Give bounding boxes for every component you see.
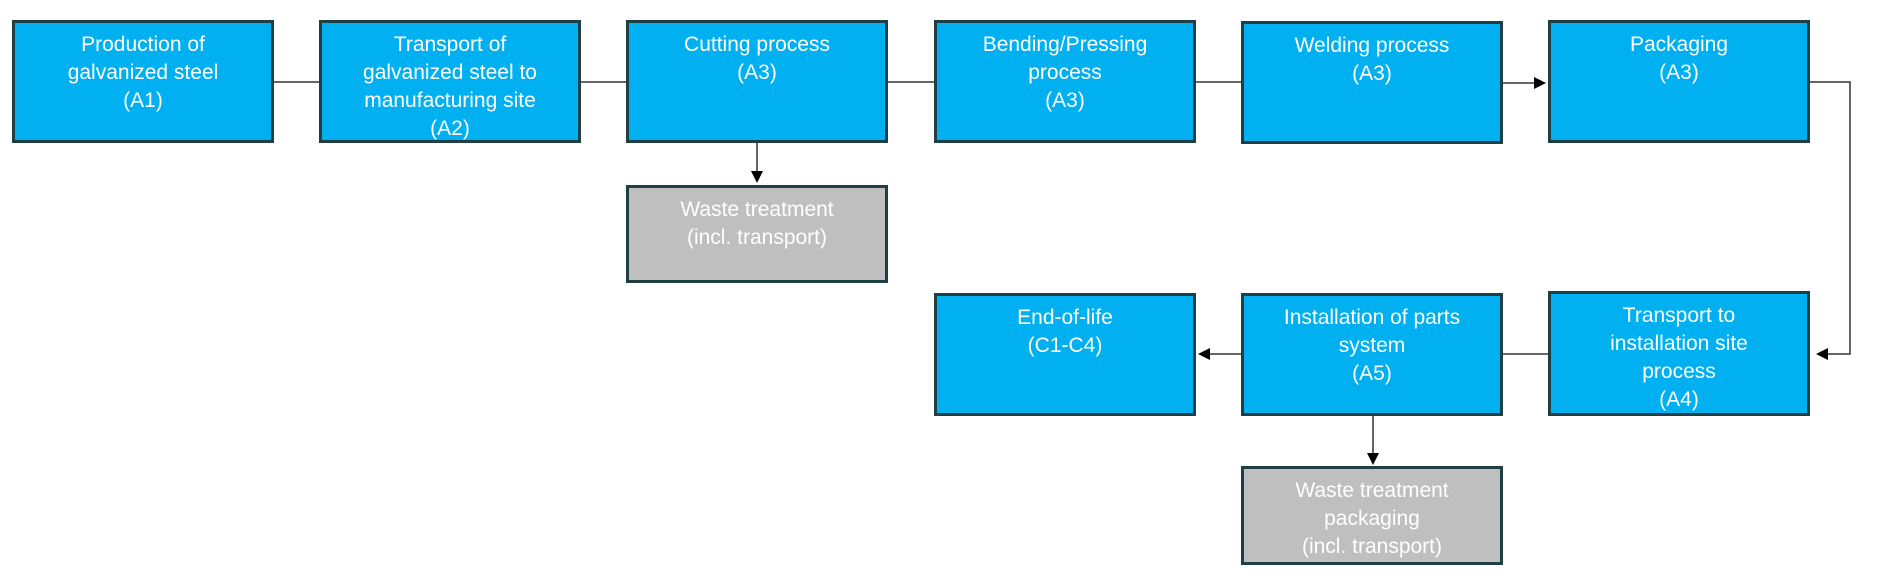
node-label-line: (incl. transport) bbox=[1301, 535, 1443, 558]
node-label-line: galvanized steel to bbox=[363, 61, 537, 84]
node-end-of-life: End-of-life (C1-C4) bbox=[934, 293, 1196, 416]
node-label-line: Bending/Pressing bbox=[982, 33, 1148, 56]
node-label-line: (A3) bbox=[1352, 62, 1392, 85]
node-label-line: Packaging bbox=[1629, 33, 1729, 56]
node-waste-treatment-packaging: Waste treatment packaging (incl. transpo… bbox=[1241, 466, 1503, 565]
node-label-line: Transport to bbox=[1622, 304, 1736, 327]
node-label-line: End-of-life bbox=[1017, 306, 1113, 329]
node-transport-a2: Transport of galvanized steel to manufac… bbox=[319, 20, 581, 143]
node-cutting-process: Cutting process (A3) bbox=[626, 20, 888, 143]
node-label-line: (A4) bbox=[1659, 388, 1699, 411]
node-label-line: Welding process bbox=[1294, 34, 1450, 57]
node-label-line: system bbox=[1338, 334, 1406, 357]
node-label-line: (incl. transport) bbox=[686, 226, 828, 249]
node-welding-process: Welding process (A3) bbox=[1241, 21, 1503, 144]
node-label-line: Production of bbox=[81, 33, 205, 56]
node-label-line: Installation of parts bbox=[1283, 306, 1461, 329]
node-label-line: Waste treatment bbox=[680, 198, 834, 221]
node-label-line: manufacturing site bbox=[364, 89, 536, 112]
node-label-line: (A3) bbox=[1659, 61, 1699, 84]
node-label-line: (A5) bbox=[1352, 362, 1392, 385]
node-label-line: packaging bbox=[1324, 507, 1420, 530]
node-label-line: process bbox=[1642, 360, 1716, 383]
node-installation-a5: Installation of parts system (A5) bbox=[1241, 293, 1503, 416]
node-label-line: (A2) bbox=[430, 117, 470, 140]
node-label-line: galvanized steel bbox=[67, 61, 219, 84]
node-label-line: (A1) bbox=[123, 89, 163, 112]
node-packaging: Packaging (A3) bbox=[1548, 20, 1810, 143]
node-label-line: (A3) bbox=[1045, 89, 1085, 112]
node-label-line: (C1-C4) bbox=[1027, 334, 1103, 357]
node-label-line: process bbox=[1028, 61, 1102, 84]
node-transport-installation-a4: Transport to installation site process (… bbox=[1548, 291, 1810, 416]
node-label-line: Waste treatment bbox=[1295, 479, 1449, 502]
node-label-line: Transport of bbox=[393, 33, 507, 56]
node-label-line: Cutting process bbox=[684, 33, 830, 56]
node-waste-treatment: Waste treatment (incl. transport) bbox=[626, 185, 888, 283]
node-label-line: (A3) bbox=[737, 61, 777, 84]
node-production-a1: Production of galvanized steel (A1) bbox=[12, 20, 274, 143]
edge-packaging-a4 bbox=[1810, 81, 1851, 360]
node-label-line: installation site bbox=[1610, 332, 1748, 355]
node-bending-pressing: Bending/Pressing process (A3) bbox=[934, 20, 1196, 143]
